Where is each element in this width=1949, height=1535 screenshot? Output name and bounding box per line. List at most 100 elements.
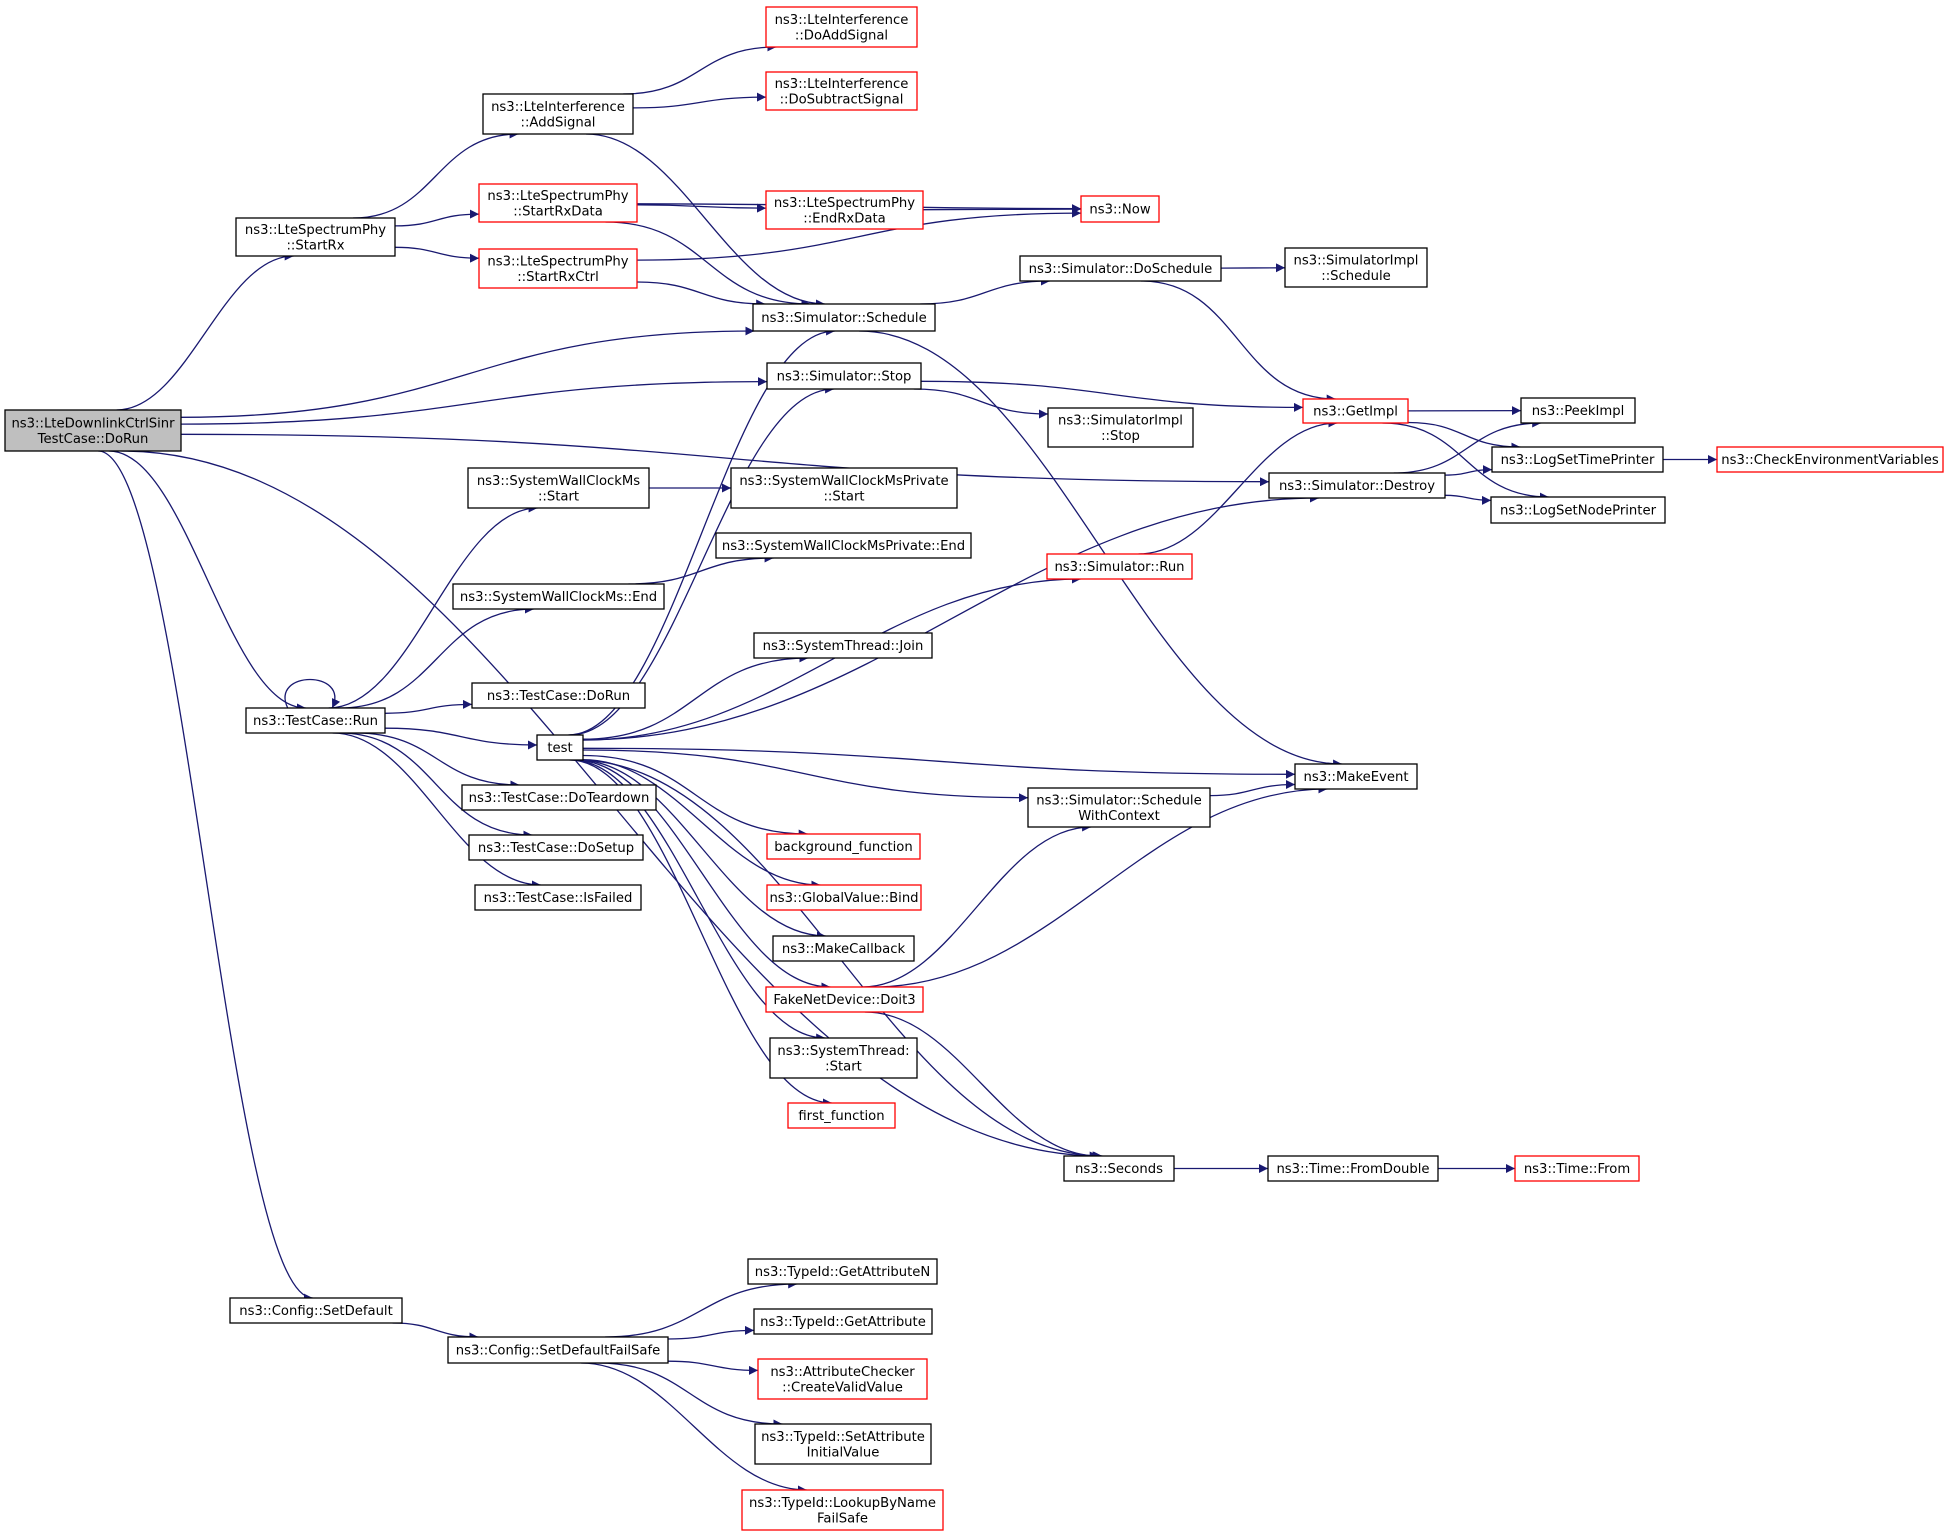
edge-simrun-to-getimpl [1138,418,1338,555]
node-destroy[interactable]: ns3::Simulator::Destroy [1268,472,1446,499]
node-box [747,1258,938,1285]
edge-stop-to-implstop [913,388,1049,419]
node-lognode[interactable]: ns3::LogSetNodePrinter [1490,496,1666,524]
edge-addsignal-to-doaddsignal [623,42,777,95]
node-endrxdata[interactable]: ns3::LteSpectrumPhy::EndRxData [765,190,924,230]
node-label: ns3::LteSpectrumPhy [487,254,628,269]
node-setdefault[interactable]: ns3::Config::SetDefault [229,1297,403,1324]
edge-doschedule-to-getimpl [1141,280,1336,404]
node-getattrn[interactable]: ns3::TypeId::GetAttributeN [747,1258,938,1285]
edge-tcrun-to-swcend [339,604,535,709]
node-label: ::StartRxCtrl [517,270,599,285]
node-dosubtract[interactable]: ns3::LteInterference::DoSubtractSignal [765,71,918,111]
node-box [1063,1155,1175,1182]
node-label: ns3::Simulator::Schedule [1036,793,1201,808]
edge-test-to-stop [569,384,835,736]
edge-root-to-startrx [116,251,294,411]
node-label: ns3::PeekImpl [1532,404,1625,419]
node-makeevent[interactable]: ns3::MakeEvent [1294,763,1418,790]
node-isfailed[interactable]: ns3::TestCase::IsFailed [474,884,642,911]
node-label: FakeNetDevice::Doit3 [773,993,915,1008]
node-stop[interactable]: ns3::Simulator::Stop [766,362,922,390]
node-now[interactable]: ns3::Now [1080,195,1160,223]
node-peekimpl[interactable]: ns3::PeekImpl [1520,397,1636,424]
node-label: ::DoAddSignal [795,28,888,43]
node-makecb[interactable]: ns3::MakeCallback [772,935,915,962]
node-from[interactable]: ns3::Time::From [1514,1155,1640,1182]
node-box [1294,763,1418,790]
node-swcstart[interactable]: ns3::SystemWallClockMs::Start [467,467,650,509]
edge-root-to-setdefault [98,450,313,1303]
node-tcdorun[interactable]: ns3::TestCase::DoRun [471,682,646,709]
node-test[interactable]: test [536,734,584,761]
node-tcrun[interactable]: ns3::TestCase::Run [245,707,386,734]
node-simrun[interactable]: ns3::Simulator::Run [1046,553,1193,580]
node-box [478,248,638,289]
node-setup[interactable]: ns3::TestCase::DoSetup [468,834,644,861]
node-label: ns3::TypeId::LookupByName [749,1496,936,1511]
node-startrx[interactable]: ns3::LteSpectrumPhy::StartRx [235,217,396,257]
node-label: ns3::TestCase::IsFailed [484,891,633,906]
node-box [1520,397,1636,424]
node-doit3[interactable]: FakeNetDevice::Doit3 [765,986,924,1013]
node-box [766,362,922,390]
node-bgfunc[interactable]: background_function [766,833,921,860]
node-label: ns3::TypeId::GetAttributeN [755,1265,931,1280]
edge-test-to-simrun [582,574,1081,741]
edge-test-to-firstfunc [569,759,832,1108]
node-addsignal[interactable]: ns3::LteInterference::AddSignal [482,93,634,135]
node-schedule[interactable]: ns3::Simulator::Schedule [752,303,936,332]
node-doschedule[interactable]: ns3::Simulator::DoSchedule [1019,255,1222,282]
node-getattr[interactable]: ns3::TypeId::GetAttribute [753,1308,933,1335]
node-bind[interactable]: ns3::GlobalValue::Bind [766,884,922,911]
node-label: ns3::Simulator::Run [1054,560,1184,575]
node-implstop[interactable]: ns3::SimulatorImpl::Stop [1047,407,1194,448]
node-implschedule[interactable]: ns3::SimulatorImpl::Schedule [1284,247,1428,288]
edge-endrxdata-to-now [922,204,1082,214]
node-join[interactable]: ns3::SystemThread::Join [753,632,933,659]
node-seconds[interactable]: ns3::Seconds [1063,1155,1175,1182]
node-swcpend[interactable]: ns3::SystemWallClockMsPrivate::End [715,532,972,559]
node-box [1491,446,1664,473]
edge-startrxdata-to-schedule [605,221,811,309]
node-label: ns3::Config::SetDefaultFailSafe [456,1344,661,1359]
node-logtime[interactable]: ns3::LogSetTimePrinter [1491,446,1664,473]
node-box [478,183,638,223]
node-label: ns3::AttributeChecker [770,1365,915,1380]
node-swcend[interactable]: ns3::SystemWallClockMs::End [452,583,665,610]
node-label: WithContext [1078,809,1160,824]
node-checkenv[interactable]: ns3::CheckEnvironmentVariables [1716,446,1944,473]
node-box [1514,1155,1640,1182]
edge-setdefaultfs-to-lookup [581,1362,807,1495]
node-setdefaultfs[interactable]: ns3::Config::SetDefaultFailSafe [447,1336,669,1364]
edge-test-to-makeevent [582,747,1296,779]
node-checker[interactable]: ns3::AttributeChecker::CreateValidValue [757,1358,928,1400]
node-swcpstart[interactable]: ns3::SystemWallClockMsPrivate::Start [730,467,958,509]
node-firstfunc[interactable]: first_function [787,1102,896,1129]
edge-tcrun-to-setup [339,732,533,840]
node-label: ns3::Time::From [1524,1162,1630,1177]
edge-setdefaultfs-to-getattr [667,1325,755,1340]
nodes-layer: ns3::LteDownlinkCtrlSinrTestCase::DoRunn… [4,6,1944,1531]
node-thstart[interactable]: ns3::SystemThread::Start [769,1037,918,1079]
node-label: ns3::Now [1089,203,1150,218]
node-label: ns3::SystemWallClockMsPrivate [739,474,948,489]
edge-startrx-to-startrxctrl [394,246,480,263]
node-box [730,467,958,509]
node-teardown[interactable]: ns3::TestCase::DoTeardown [461,784,657,811]
node-fromdouble[interactable]: ns3::Time::FromDouble [1267,1155,1439,1182]
edge-swcend-to-swcpend [628,553,774,585]
node-label: ns3::LteSpectrumPhy [774,196,915,211]
node-doaddsignal[interactable]: ns3::LteInterference::DoAddSignal [765,6,918,48]
node-getimpl[interactable]: ns3::GetImpl [1302,398,1409,424]
node-label: ::Stop [1101,429,1140,444]
node-startrxctrl[interactable]: ns3::LteSpectrumPhy::StartRxCtrl [478,248,638,289]
node-box [754,1423,932,1465]
node-box [1302,398,1409,424]
node-startrxdata[interactable]: ns3::LteSpectrumPhy::StartRxData [478,183,638,223]
node-label: ::Start [823,489,864,504]
